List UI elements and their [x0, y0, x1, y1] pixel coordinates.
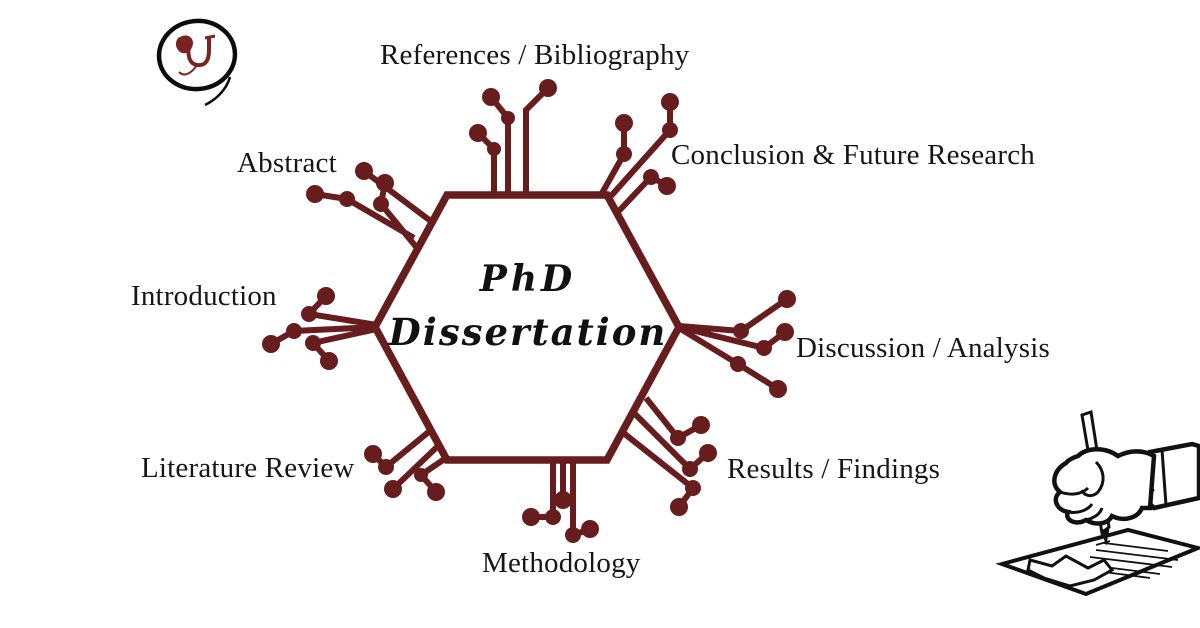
logo-icon [156, 18, 238, 107]
hand-writing-icon [995, 410, 1200, 597]
node-label-methodology: Methodology [482, 547, 641, 579]
node-label-results: Results / Findings [727, 453, 941, 485]
trace-group-references [475, 85, 551, 196]
node-label-references: References / Bibliography [380, 39, 690, 71]
node-label-discussion: Discussion / Analysis [796, 332, 1050, 364]
node-label-abstract: Abstract [237, 147, 337, 179]
node-label-introduction: Introduction [131, 280, 277, 312]
hexagon-title-line2: Dissertation [388, 310, 668, 354]
trace-group-abstract [314, 168, 434, 250]
node-label-literature-review: Literature Review [141, 452, 355, 484]
node-label-conclusion: Conclusion & Future Research [671, 139, 1036, 171]
trace-group-conclusion [598, 103, 673, 216]
hexagon-title-line1: PhD [479, 258, 577, 300]
hexagon-title: PhD Dissertation [377, 258, 679, 354]
circuit-dots [262, 79, 796, 543]
hexagon-shape [370, 191, 684, 464]
